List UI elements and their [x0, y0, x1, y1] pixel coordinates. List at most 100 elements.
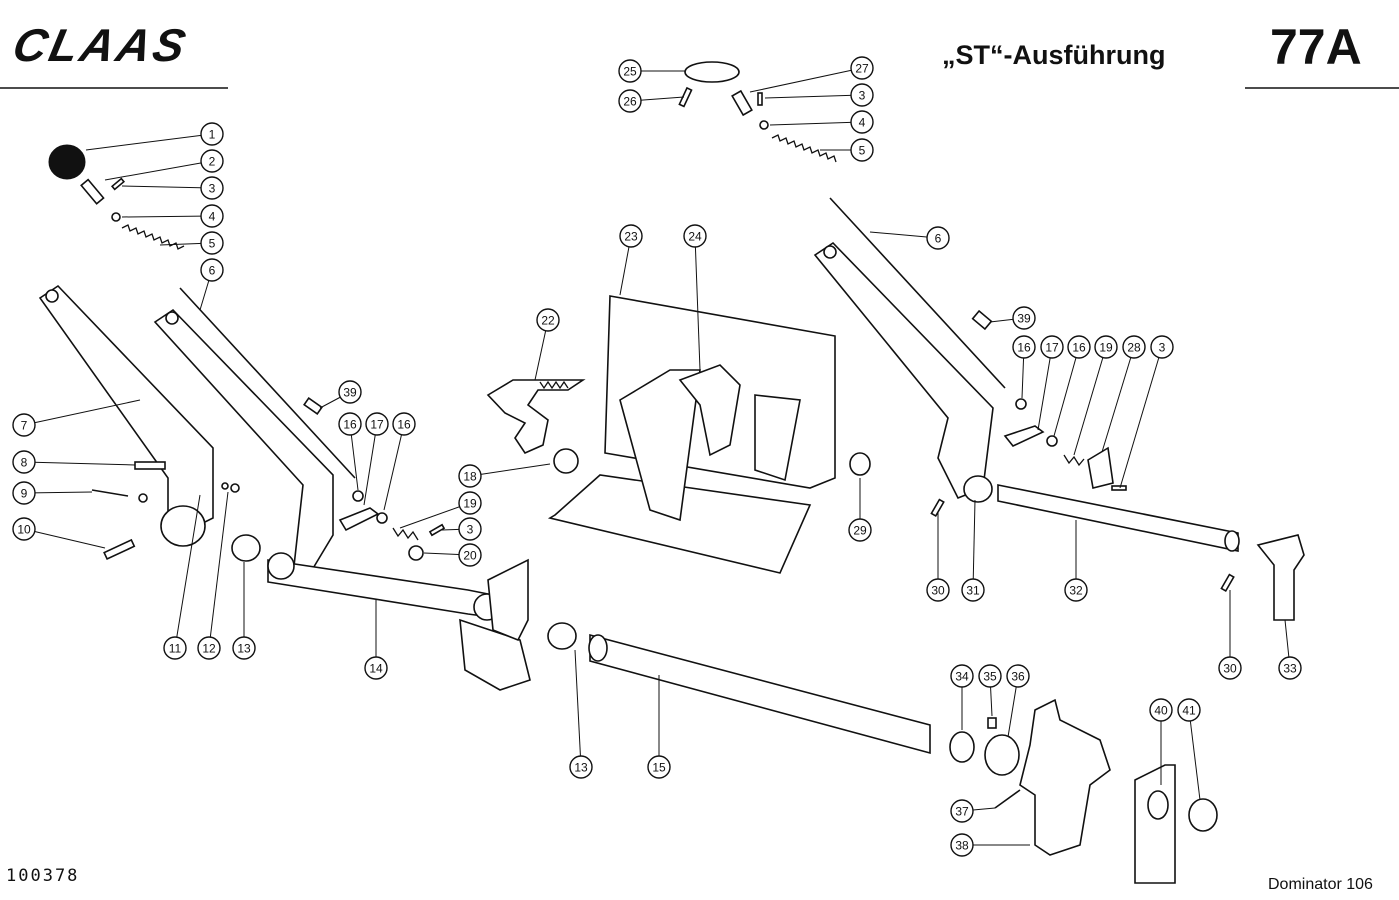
leader-line [1073, 346, 1107, 456]
tube-15-end [588, 634, 608, 662]
callout-number: 8 [21, 456, 28, 470]
washer-12 [230, 483, 240, 493]
lever-right [813, 241, 994, 500]
callout-10: 10 [12, 517, 36, 541]
bushing-41 [1188, 798, 1218, 832]
callout-13: 13 [569, 755, 593, 779]
callout-circle [978, 664, 1002, 688]
bushing-18 [553, 448, 579, 474]
callout-circle [200, 204, 224, 228]
callout-4: 4 [200, 204, 224, 228]
callout-circle [200, 176, 224, 200]
callout-16: 16 [338, 412, 362, 436]
callout-number: 27 [855, 62, 869, 76]
callout-number: 12 [202, 642, 216, 656]
callout-30: 30 [926, 578, 950, 602]
callout-circle [618, 59, 642, 83]
callout-27: 27 [850, 56, 874, 80]
callout-circle [850, 138, 874, 162]
callout-number: 24 [688, 230, 702, 244]
callout-number: 39 [1017, 312, 1031, 326]
callout-5: 5 [200, 231, 224, 255]
callout-circle [1094, 335, 1118, 359]
callout-number: 34 [955, 670, 969, 684]
callout-circle [458, 543, 482, 567]
tube-15 [589, 633, 931, 755]
spring-left [121, 224, 185, 250]
callout-14: 14 [364, 656, 388, 680]
callout-circle [1278, 656, 1302, 680]
callout-32: 32 [1064, 578, 1088, 602]
callout-number: 22 [541, 314, 555, 328]
callout-39: 39 [1012, 306, 1036, 330]
callout-40: 40 [1149, 698, 1173, 722]
pin-39a [303, 397, 323, 415]
callout-circle [365, 412, 389, 436]
callout-6: 6 [200, 258, 224, 282]
leader-line [174, 494, 201, 649]
callout-circle [1006, 664, 1030, 688]
pin-37 [994, 789, 1021, 809]
spring-right [771, 134, 837, 163]
callout-circle [1122, 335, 1146, 359]
lever-right-eye [823, 245, 837, 259]
callout-circle [1177, 698, 1201, 722]
callout-circle [683, 224, 707, 248]
callout-number: 18 [463, 470, 477, 484]
parts-layer [38, 61, 1305, 884]
leader-line [121, 215, 213, 218]
callout-number: 36 [1011, 670, 1025, 684]
callout-23: 23 [619, 224, 643, 248]
pin-30b [1220, 573, 1235, 593]
callout-17: 17 [1040, 335, 1064, 359]
hub-31 [963, 475, 993, 503]
callout-18: 18 [458, 464, 482, 488]
leader-line [363, 423, 378, 506]
lever-hub [160, 505, 206, 547]
leader-line [574, 649, 582, 768]
leader-line [972, 499, 976, 591]
callout-circle [338, 380, 362, 404]
page-number: 77A [1270, 19, 1362, 75]
spring-19b [1063, 454, 1085, 467]
callout-number: 5 [859, 144, 866, 158]
callout-circle [850, 56, 874, 80]
leader-line [749, 67, 863, 93]
callout-11: 11 [163, 636, 187, 660]
screw-35 [987, 717, 997, 729]
callout-13: 13 [232, 636, 256, 660]
callout-circle [850, 110, 874, 134]
bracket-24 [678, 364, 741, 457]
callout-circle [950, 664, 974, 688]
pin-3c [1111, 485, 1127, 491]
callout-number: 4 [859, 116, 866, 130]
callout-circle [536, 308, 560, 332]
callout-circle [200, 258, 224, 282]
callout-number: 20 [463, 549, 477, 563]
washer-16c [1015, 398, 1027, 410]
washer-16b [376, 512, 388, 524]
callout-24: 24 [683, 224, 707, 248]
leader-line [1037, 346, 1053, 431]
callout-circle [848, 518, 872, 542]
tube-32 [997, 484, 1239, 552]
callout-number: 30 [1223, 662, 1237, 676]
callout-2: 2 [200, 149, 224, 173]
callout-number: 29 [853, 524, 867, 538]
arm-38 [1019, 698, 1111, 856]
callout-circle [12, 481, 36, 505]
callout-number: 37 [955, 805, 969, 819]
callout-number: 17 [370, 418, 384, 432]
callout-31: 31 [961, 578, 985, 602]
spring-19a [392, 527, 419, 541]
callout-26: 26 [618, 89, 642, 113]
pin-39b [971, 309, 993, 331]
leader-line [1053, 346, 1080, 437]
bolt-9 [91, 489, 129, 497]
latch-17b [1003, 425, 1045, 447]
leader-line [383, 423, 405, 511]
callout-4: 4 [850, 110, 874, 134]
callout-number: 3 [1159, 341, 1166, 355]
bushing-13a [231, 534, 261, 562]
